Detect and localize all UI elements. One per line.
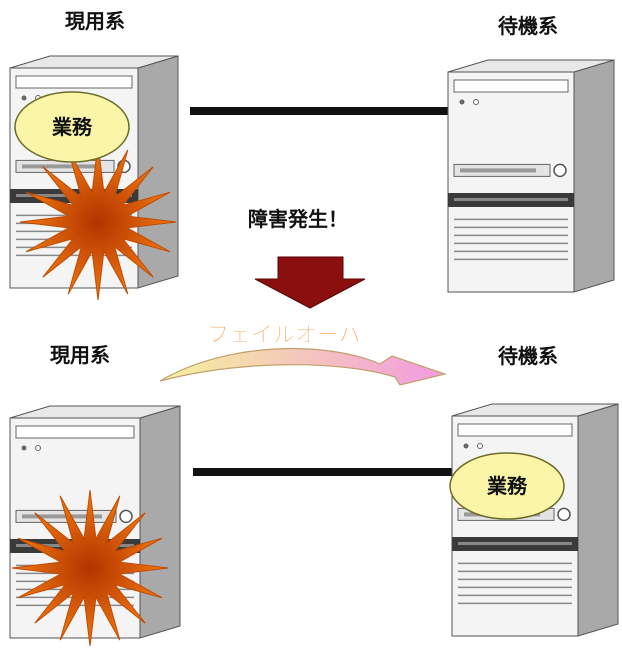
active-label-bottom: 現用系 (50, 343, 110, 367)
failure-label: 障害発生！ (248, 207, 348, 231)
down-arrow-icon (254, 256, 366, 309)
job-bubble-top-label: 業務 (52, 115, 93, 139)
active-label-top: 現用系 (65, 9, 125, 33)
curved-arrow-icon (159, 347, 448, 386)
job-bubble-bottom-label: 業務 (487, 474, 528, 498)
job-bubble-top: 業務 (14, 91, 130, 163)
job-bubble-bottom: 業務 (449, 452, 565, 520)
standby-label-bottom: 待機系 (498, 344, 558, 368)
explosion-icon (19, 143, 177, 301)
server-standby-top (447, 59, 615, 293)
standby-label-top: 待機系 (498, 14, 558, 38)
failover-label: フェイルオーバ (207, 323, 361, 348)
explosion-icon (11, 489, 169, 647)
server-standby-bottom (451, 403, 619, 637)
